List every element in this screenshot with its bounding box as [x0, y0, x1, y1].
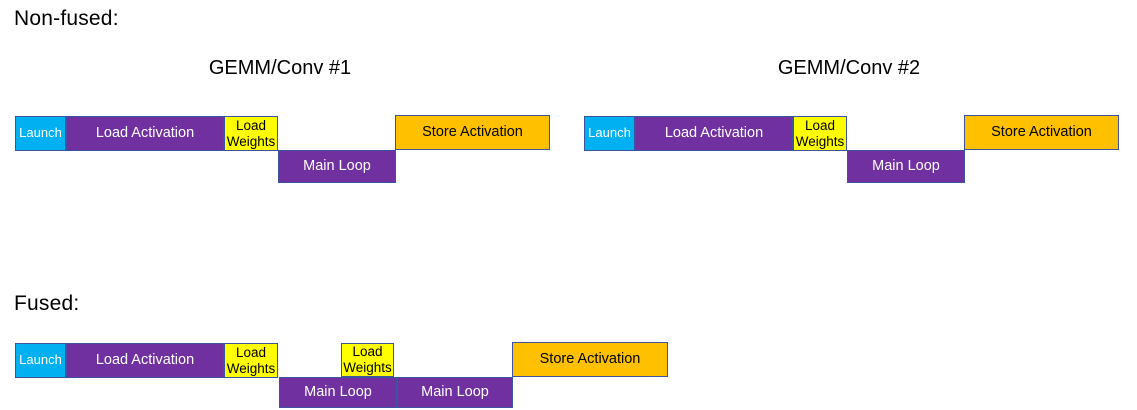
nonfused2-store-activation-block: Store Activation	[964, 115, 1119, 150]
fused-launch-block: Launch	[15, 343, 66, 378]
fused-main-loop-1-block: Main Loop	[279, 377, 397, 408]
section-label-non-fused: Non-fused:	[14, 7, 119, 30]
nonfused1-load-weights-block: Load Weights	[224, 116, 278, 151]
nonfused2-load-activation-block: Load Activation	[635, 116, 793, 151]
fused-load-weights-1-block: Load Weights	[224, 343, 278, 378]
gemm-conv-1-title: GEMM/Conv #1	[208, 57, 352, 79]
section-label-fused: Fused:	[14, 292, 80, 315]
gemm-conv-2-title: GEMM/Conv #2	[777, 57, 921, 79]
nonfused1-store-activation-block: Store Activation	[395, 115, 550, 150]
nonfused2-main-loop-block: Main Loop	[847, 150, 965, 183]
nonfused2-launch-block: Launch	[584, 116, 635, 151]
nonfused1-load-activation-block: Load Activation	[66, 116, 224, 151]
fused-main-loop-2-block: Main Loop	[397, 377, 513, 408]
nonfused1-main-loop-block: Main Loop	[278, 150, 396, 183]
fused-load-weights-2-block: Load Weights	[341, 343, 394, 377]
fused-store-activation-block: Store Activation	[512, 342, 668, 377]
fused-load-activation-block: Load Activation	[66, 343, 224, 378]
nonfused1-launch-block: Launch	[15, 116, 66, 151]
nonfused2-load-weights-block: Load Weights	[793, 116, 847, 151]
